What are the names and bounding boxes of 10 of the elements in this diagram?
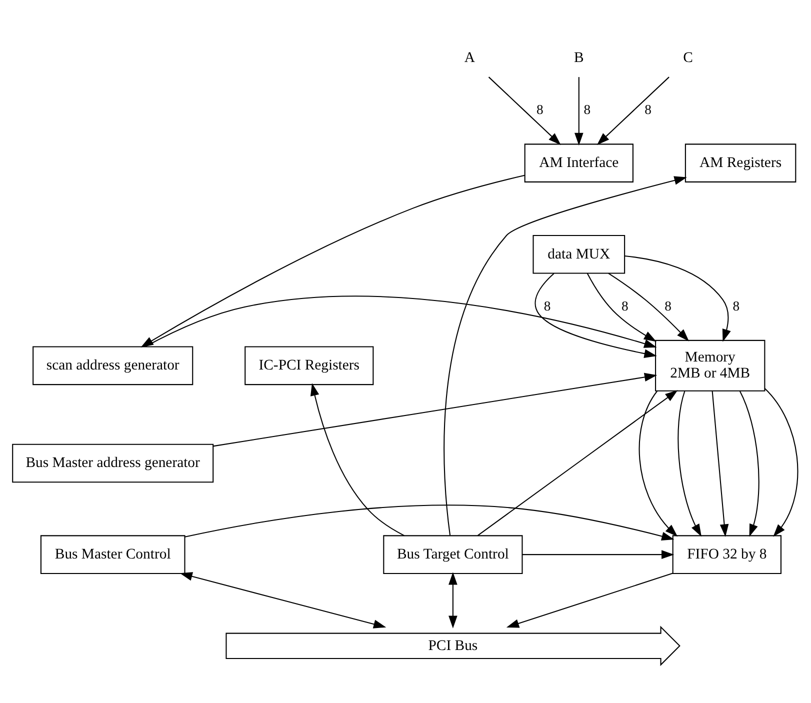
edge-label: 8 — [644, 102, 652, 117]
edge-label: 8 — [536, 102, 544, 117]
edge-label: 8 — [584, 102, 591, 117]
edge-label: 8 — [622, 298, 628, 313]
node-text: B — [574, 49, 584, 66]
edge-label: 8 — [664, 298, 672, 313]
edge-label: 8 — [544, 298, 551, 313]
node-text: A — [464, 49, 476, 66]
edge-label: 8 — [732, 298, 740, 313]
node-text: C — [683, 49, 693, 66]
